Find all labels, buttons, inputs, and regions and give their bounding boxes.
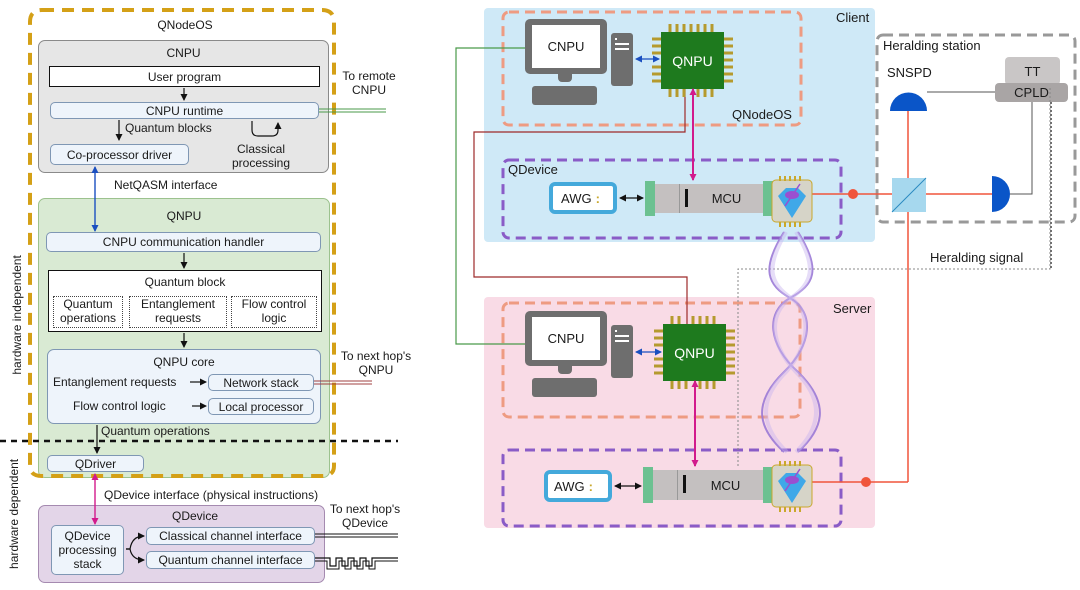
client-qnpu-label: QNPU: [672, 52, 713, 69]
qdevice-interface-label: QDevice interface (physical instructions…: [104, 488, 319, 502]
flow-control-logic-label: Flow control logic: [73, 399, 166, 413]
qnodeos-label: QNodeOS: [732, 107, 792, 122]
quantum-channel-wave: [315, 557, 398, 567]
server-keyboard: [532, 378, 597, 397]
to-remote-cnpu-label: To remote CNPU: [342, 69, 396, 97]
qnodeos-title: QNodeOS: [157, 18, 213, 32]
quantum-blocks-label: Quantum blocks: [125, 121, 212, 135]
netqasm-interface-label: NetQASM interface: [114, 178, 218, 192]
network-stack-box: Network stack: [208, 374, 314, 391]
client-mcu-label: MCU: [711, 191, 742, 206]
quantum-operations-label: Quantum operations: [101, 424, 210, 438]
heralding-station-title: Heralding station: [883, 38, 981, 53]
hardware-independent-label: hardware independent: [10, 255, 25, 375]
to-next-hop-qnpu-label: To next hop's QNPU: [340, 349, 412, 377]
hardware-dependent-label: hardware dependent: [7, 458, 22, 569]
user-program-box: User program: [49, 66, 320, 87]
server-monitor-stand: [558, 366, 572, 374]
client-cnpu-monitor: CNPU: [525, 19, 607, 74]
qnpu-title: QNPU: [166, 209, 202, 223]
beam-splitter-icon: [892, 178, 926, 212]
local-processor-box: Local processor: [208, 398, 314, 415]
server-qnpu-label: QNPU: [674, 344, 715, 361]
cnpu-title: CNPU: [166, 46, 201, 60]
client-keyboard: [532, 86, 597, 105]
snspd-detector-right-icon: [992, 176, 1010, 212]
user-program-label: User program: [147, 69, 222, 84]
server-cnpu-label: CNPU: [547, 331, 585, 346]
awg-dots-icon: :: [595, 190, 600, 206]
coprocessor-driver-label: Co-processor driver: [66, 147, 173, 162]
snspd-label: SNSPD: [887, 65, 932, 80]
client-awg-box: AWG :: [549, 182, 617, 214]
quantum-block-title: Quantum block: [144, 275, 226, 289]
client-awg-label: AWG: [561, 190, 592, 206]
classical-channel-interface-box: Classical channel interface: [146, 527, 315, 545]
heralding-signal-label: Heralding signal: [930, 250, 1024, 265]
classical-processing-label: Classical processing: [231, 142, 291, 170]
qnpu-core-title: QNPU core: [153, 355, 215, 369]
cpld-box: CPLD: [995, 83, 1068, 102]
client-qnpu-chip: QNPU: [661, 32, 724, 89]
awg-dots-icon: :: [588, 478, 593, 494]
qdriver-box: QDriver: [47, 455, 144, 472]
client-monitor-stand: [558, 74, 572, 82]
server-awg-label: AWG: [554, 478, 585, 494]
server-mcu: MCU: [643, 467, 773, 503]
cnpu-runtime-label: CNPU runtime: [145, 103, 224, 118]
qdevice-title: QDevice: [171, 509, 218, 523]
tt-box: TT: [1005, 57, 1060, 85]
server-awg-box: AWG :: [544, 470, 612, 502]
quantum-channel-interface-box: Quantum channel interface: [146, 551, 315, 569]
client-cnpu-label: CNPU: [547, 39, 585, 54]
server-cnpu-monitor: CNPU: [525, 311, 607, 366]
server-qnpu-chip: QNPU: [663, 324, 726, 381]
comm-handler-box: CNPU communication handler: [46, 232, 321, 252]
server-tower: [611, 325, 633, 378]
client-tower: [611, 33, 633, 86]
client-label: Client: [836, 10, 870, 25]
server-label: Server: [833, 301, 872, 316]
snspd-detector-top-icon: [890, 92, 927, 111]
entanglement-requests-label: Entanglement requests: [53, 375, 177, 389]
server-mcu-label: MCU: [710, 477, 741, 493]
client-mcu: MCU: [645, 181, 773, 216]
coprocessor-driver-box: Co-processor driver: [50, 144, 189, 165]
cnpu-runtime-box: CNPU runtime: [50, 102, 319, 119]
qdevice-label: QDevice: [508, 162, 558, 177]
comm-handler-label: CNPU communication handler: [102, 235, 265, 249]
to-next-hop-qdevice-label: To next hop's QDevice: [329, 502, 401, 530]
